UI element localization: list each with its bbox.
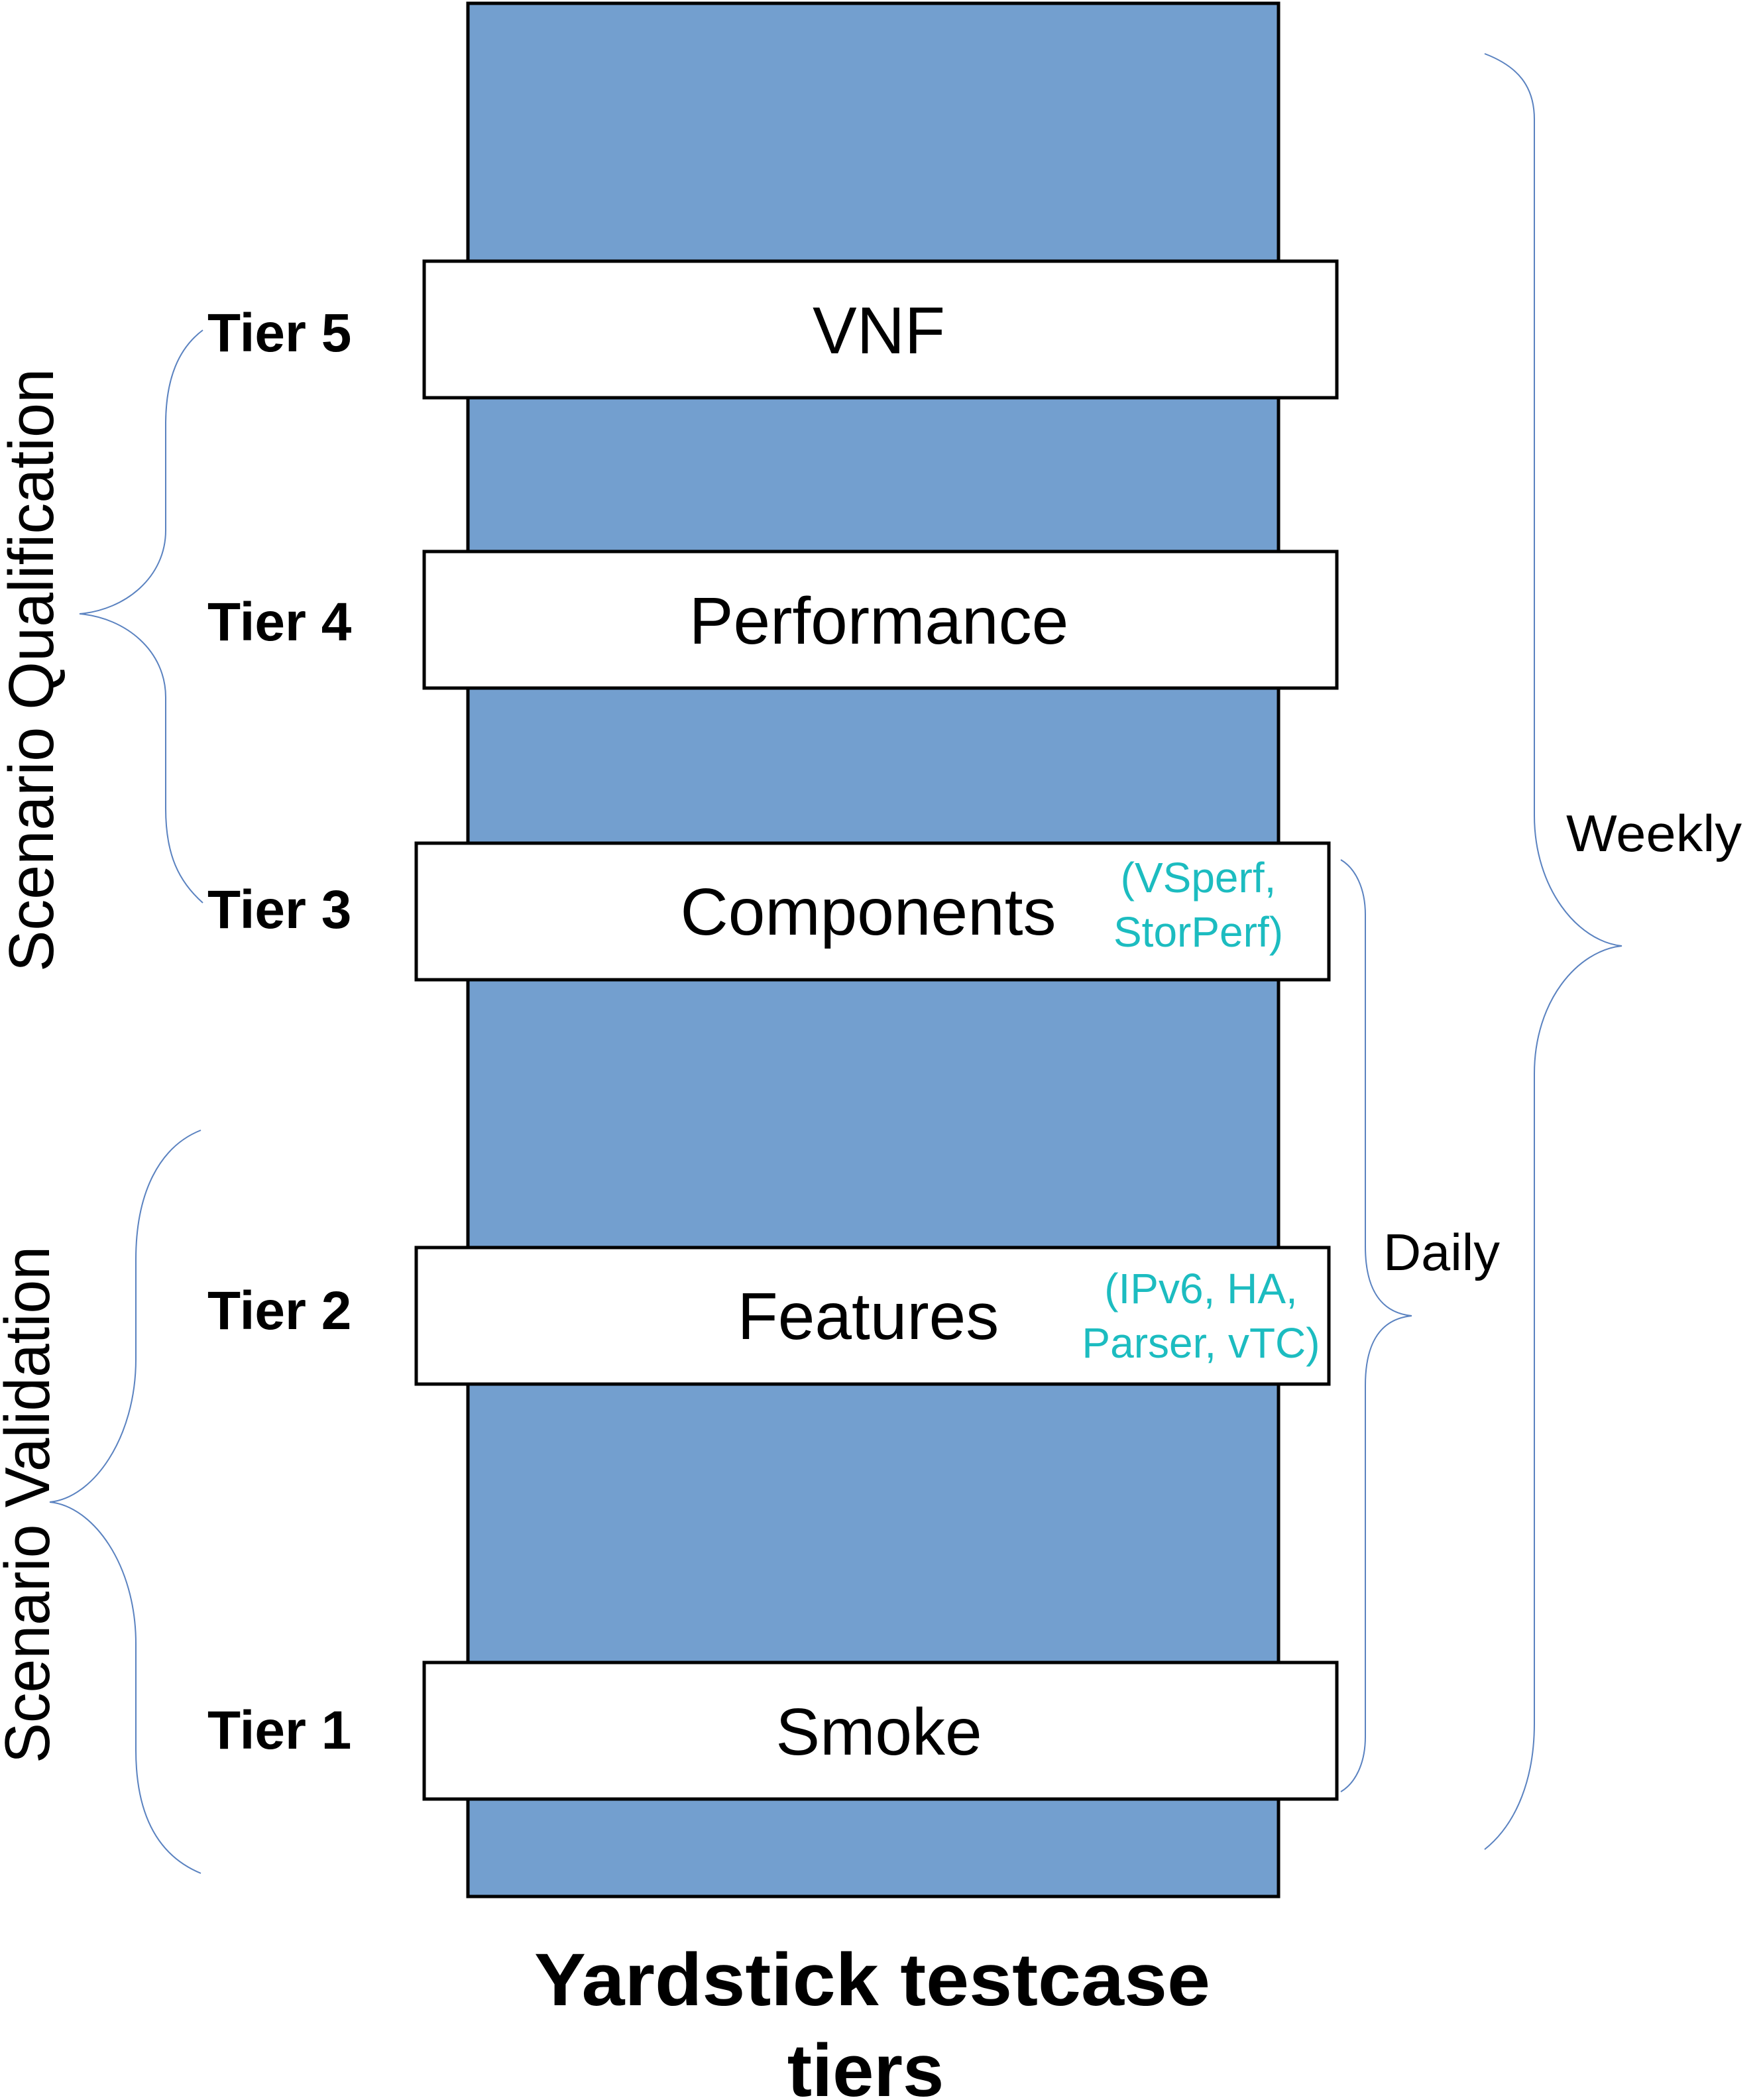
tier-box-rect — [414, 1246, 1331, 1386]
tier-box-rect — [422, 550, 1339, 690]
tier-note-line-1: (VSperf, — [1121, 854, 1277, 902]
tier-box-rect — [422, 1661, 1339, 1801]
tier-box-label: Features — [738, 1279, 999, 1354]
weekly-brace-icon — [1484, 53, 1622, 1850]
diagram-title-line-1: Yardstick testcase — [534, 1938, 1210, 2021]
tier-box-label: Performance — [689, 584, 1068, 658]
tier-box-2: Features (IPv6, HA, Parser, vTC) — [414, 1246, 1331, 1386]
tier-note-line-2: Parser, vTC) — [1082, 1319, 1320, 1367]
tier-box-label: VNF — [813, 294, 945, 368]
tier-box-label: Components — [681, 875, 1056, 949]
tier-note-line-1: (IPv6, HA, — [1104, 1265, 1298, 1312]
scenario-validation-label: Scenario Validation — [0, 1246, 63, 1763]
tier-box-3: Components (VSperf, StorPerf) — [414, 841, 1331, 982]
tier-box-rect — [414, 841, 1331, 982]
tier-label-1: Tier 1 — [207, 1700, 351, 1761]
qualification-brace-icon — [79, 329, 203, 904]
tier-box-label: Smoke — [775, 1695, 982, 1769]
tier-note-line-2: StorPerf) — [1113, 908, 1283, 956]
weekly-label: Weekly — [1566, 804, 1742, 862]
daily-label: Daily — [1383, 1223, 1500, 1281]
tier-box-4: Performance — [422, 550, 1339, 690]
daily-brace-icon — [1340, 859, 1412, 1792]
tier-box-rect — [422, 259, 1339, 400]
diagram-title-line-2: tiers — [787, 2029, 944, 2100]
tier-box-1: Smoke — [422, 1661, 1339, 1801]
validation-brace-icon — [49, 1130, 201, 1874]
tier-label-4: Tier 4 — [207, 592, 352, 652]
tier-label-3: Tier 3 — [207, 880, 351, 940]
tier-box-5: VNF — [422, 259, 1339, 400]
scenario-qualification-label: Scenario Qualification — [0, 369, 67, 972]
tier-label-2: Tier 2 — [207, 1281, 351, 1341]
tier-label-5: Tier 5 — [207, 303, 351, 363]
